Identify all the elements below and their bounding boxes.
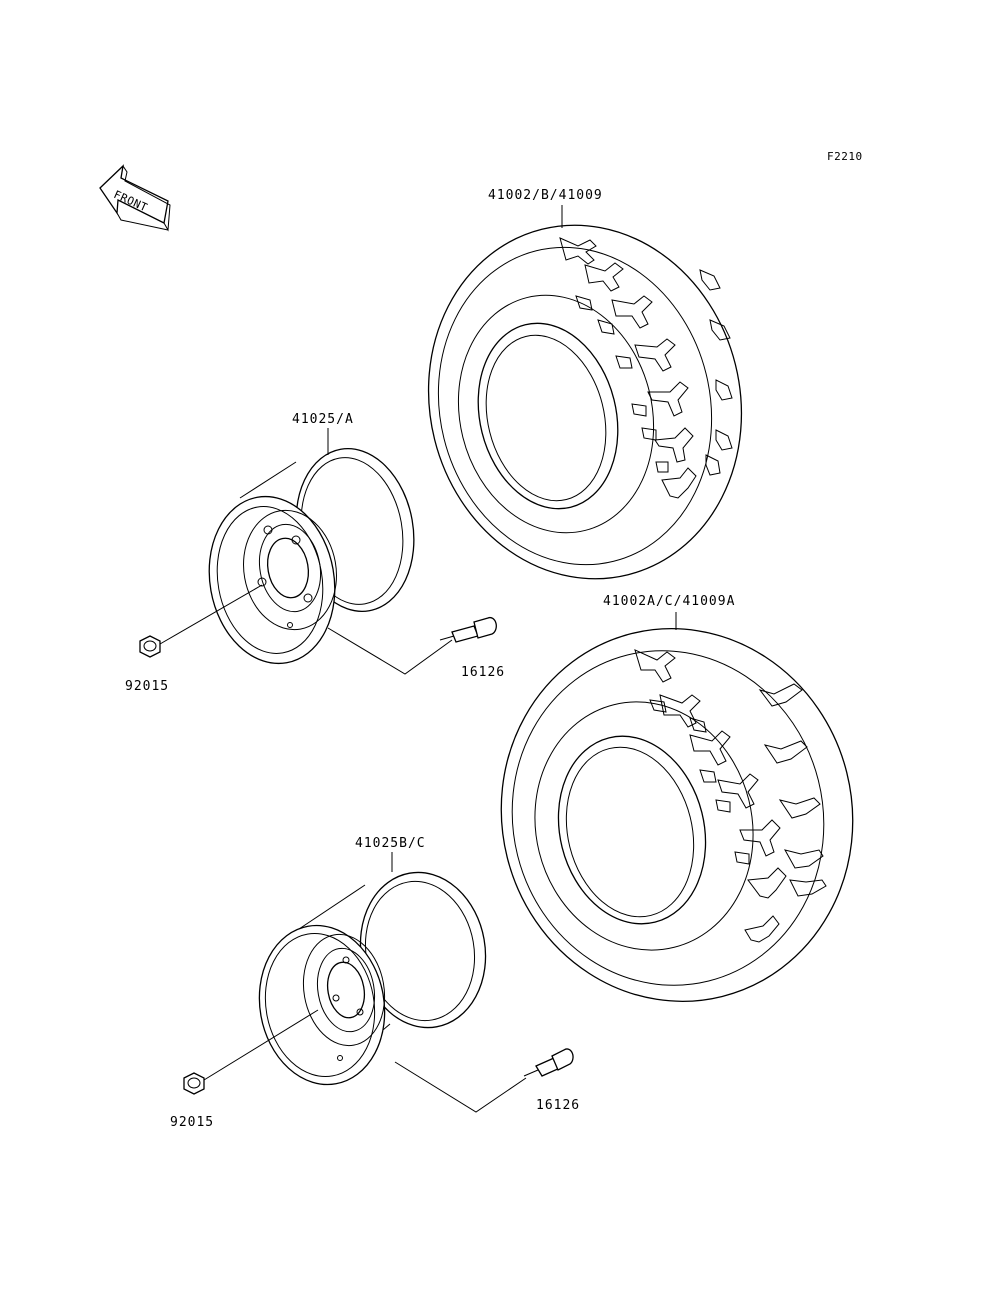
tire-bottom xyxy=(500,628,854,1002)
valve-bottom-icon xyxy=(523,1048,574,1077)
leader-nut-top xyxy=(159,584,263,645)
label-nut-bottom: 92015 xyxy=(170,1115,215,1130)
label-nut-top: 92015 xyxy=(125,679,170,694)
leader-valve-top xyxy=(327,627,453,675)
rim-top xyxy=(208,447,415,665)
tire-top xyxy=(427,224,743,580)
label-rim-top: 41025/A xyxy=(292,412,354,427)
nut-top-icon xyxy=(139,635,161,658)
valve-top-icon xyxy=(439,616,497,643)
label-valve-top: 16126 xyxy=(461,665,506,680)
label-rim-bottom: 41025B/C xyxy=(355,836,426,851)
nut-bottom-icon xyxy=(183,1072,205,1095)
label-tire-top: 41002/B/41009 xyxy=(488,188,603,203)
leader-nut-bottom xyxy=(203,1009,319,1081)
label-valve-bottom: 16126 xyxy=(536,1098,581,1113)
figure-code: F2210 xyxy=(827,150,863,163)
label-tire-bottom: 41002A/C/41009A xyxy=(603,594,736,609)
front-arrow-icon xyxy=(99,164,171,232)
rim-bottom xyxy=(258,871,487,1086)
leader-valve-bottom xyxy=(394,1061,527,1113)
